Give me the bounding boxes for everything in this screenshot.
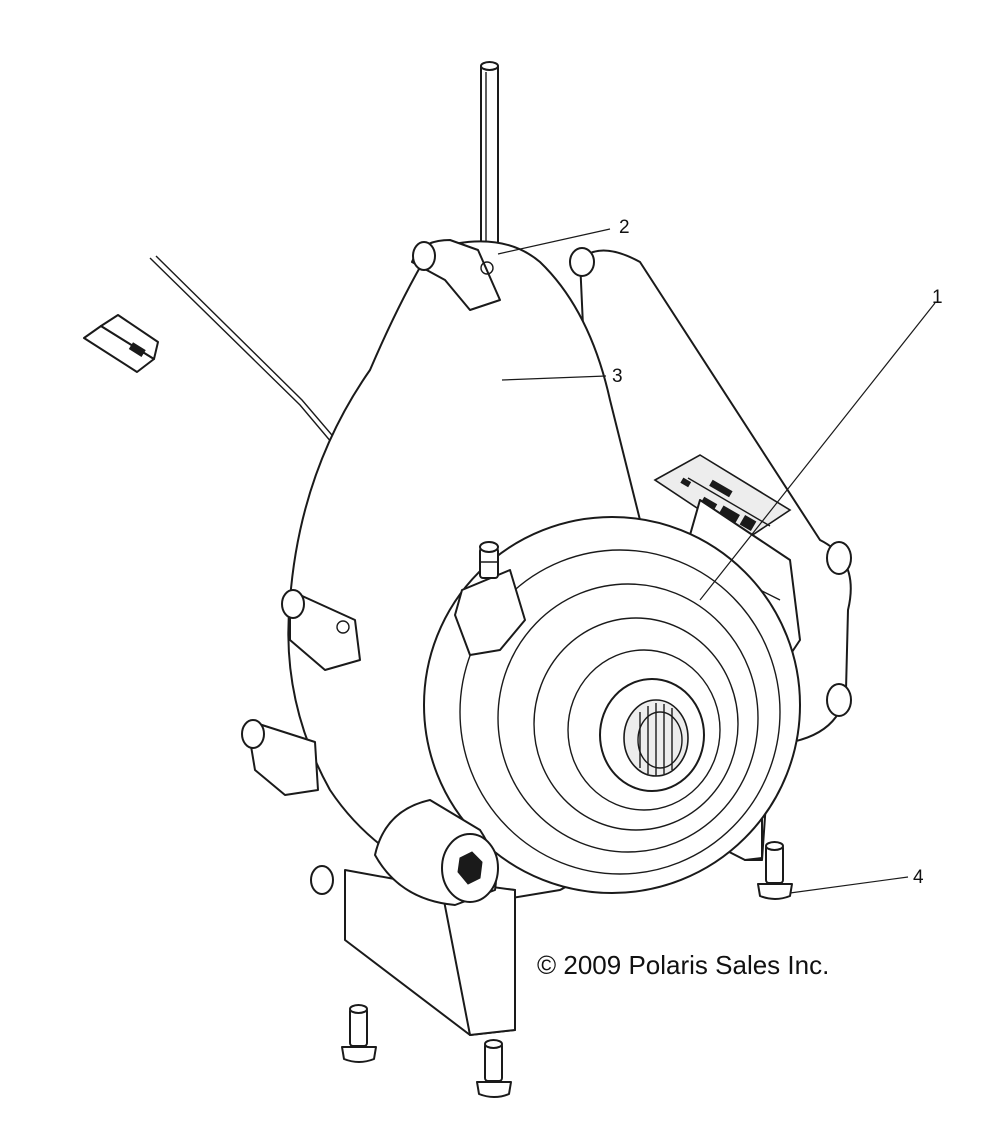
callout-2: 2 [619, 217, 630, 238]
callout-4: 4 [913, 867, 924, 888]
mounting-bolt-center [476, 1039, 512, 1098]
vent-fitting [454, 541, 526, 656]
mounting-bolt-left [341, 1004, 377, 1063]
mounting-bolt-right [757, 841, 793, 900]
callout-3: 3 [612, 366, 623, 387]
copyright-notice: © 2009 Polaris Sales Inc. [537, 950, 829, 980]
sensor-connector [83, 314, 159, 373]
gearcase-housing [241, 239, 852, 1036]
leader-2 [497, 228, 611, 255]
callout-1: 1 [932, 287, 943, 308]
leader-4 [789, 876, 909, 894]
output-spline [599, 678, 705, 792]
leader-1 [699, 302, 936, 601]
leader-3 [501, 375, 607, 381]
